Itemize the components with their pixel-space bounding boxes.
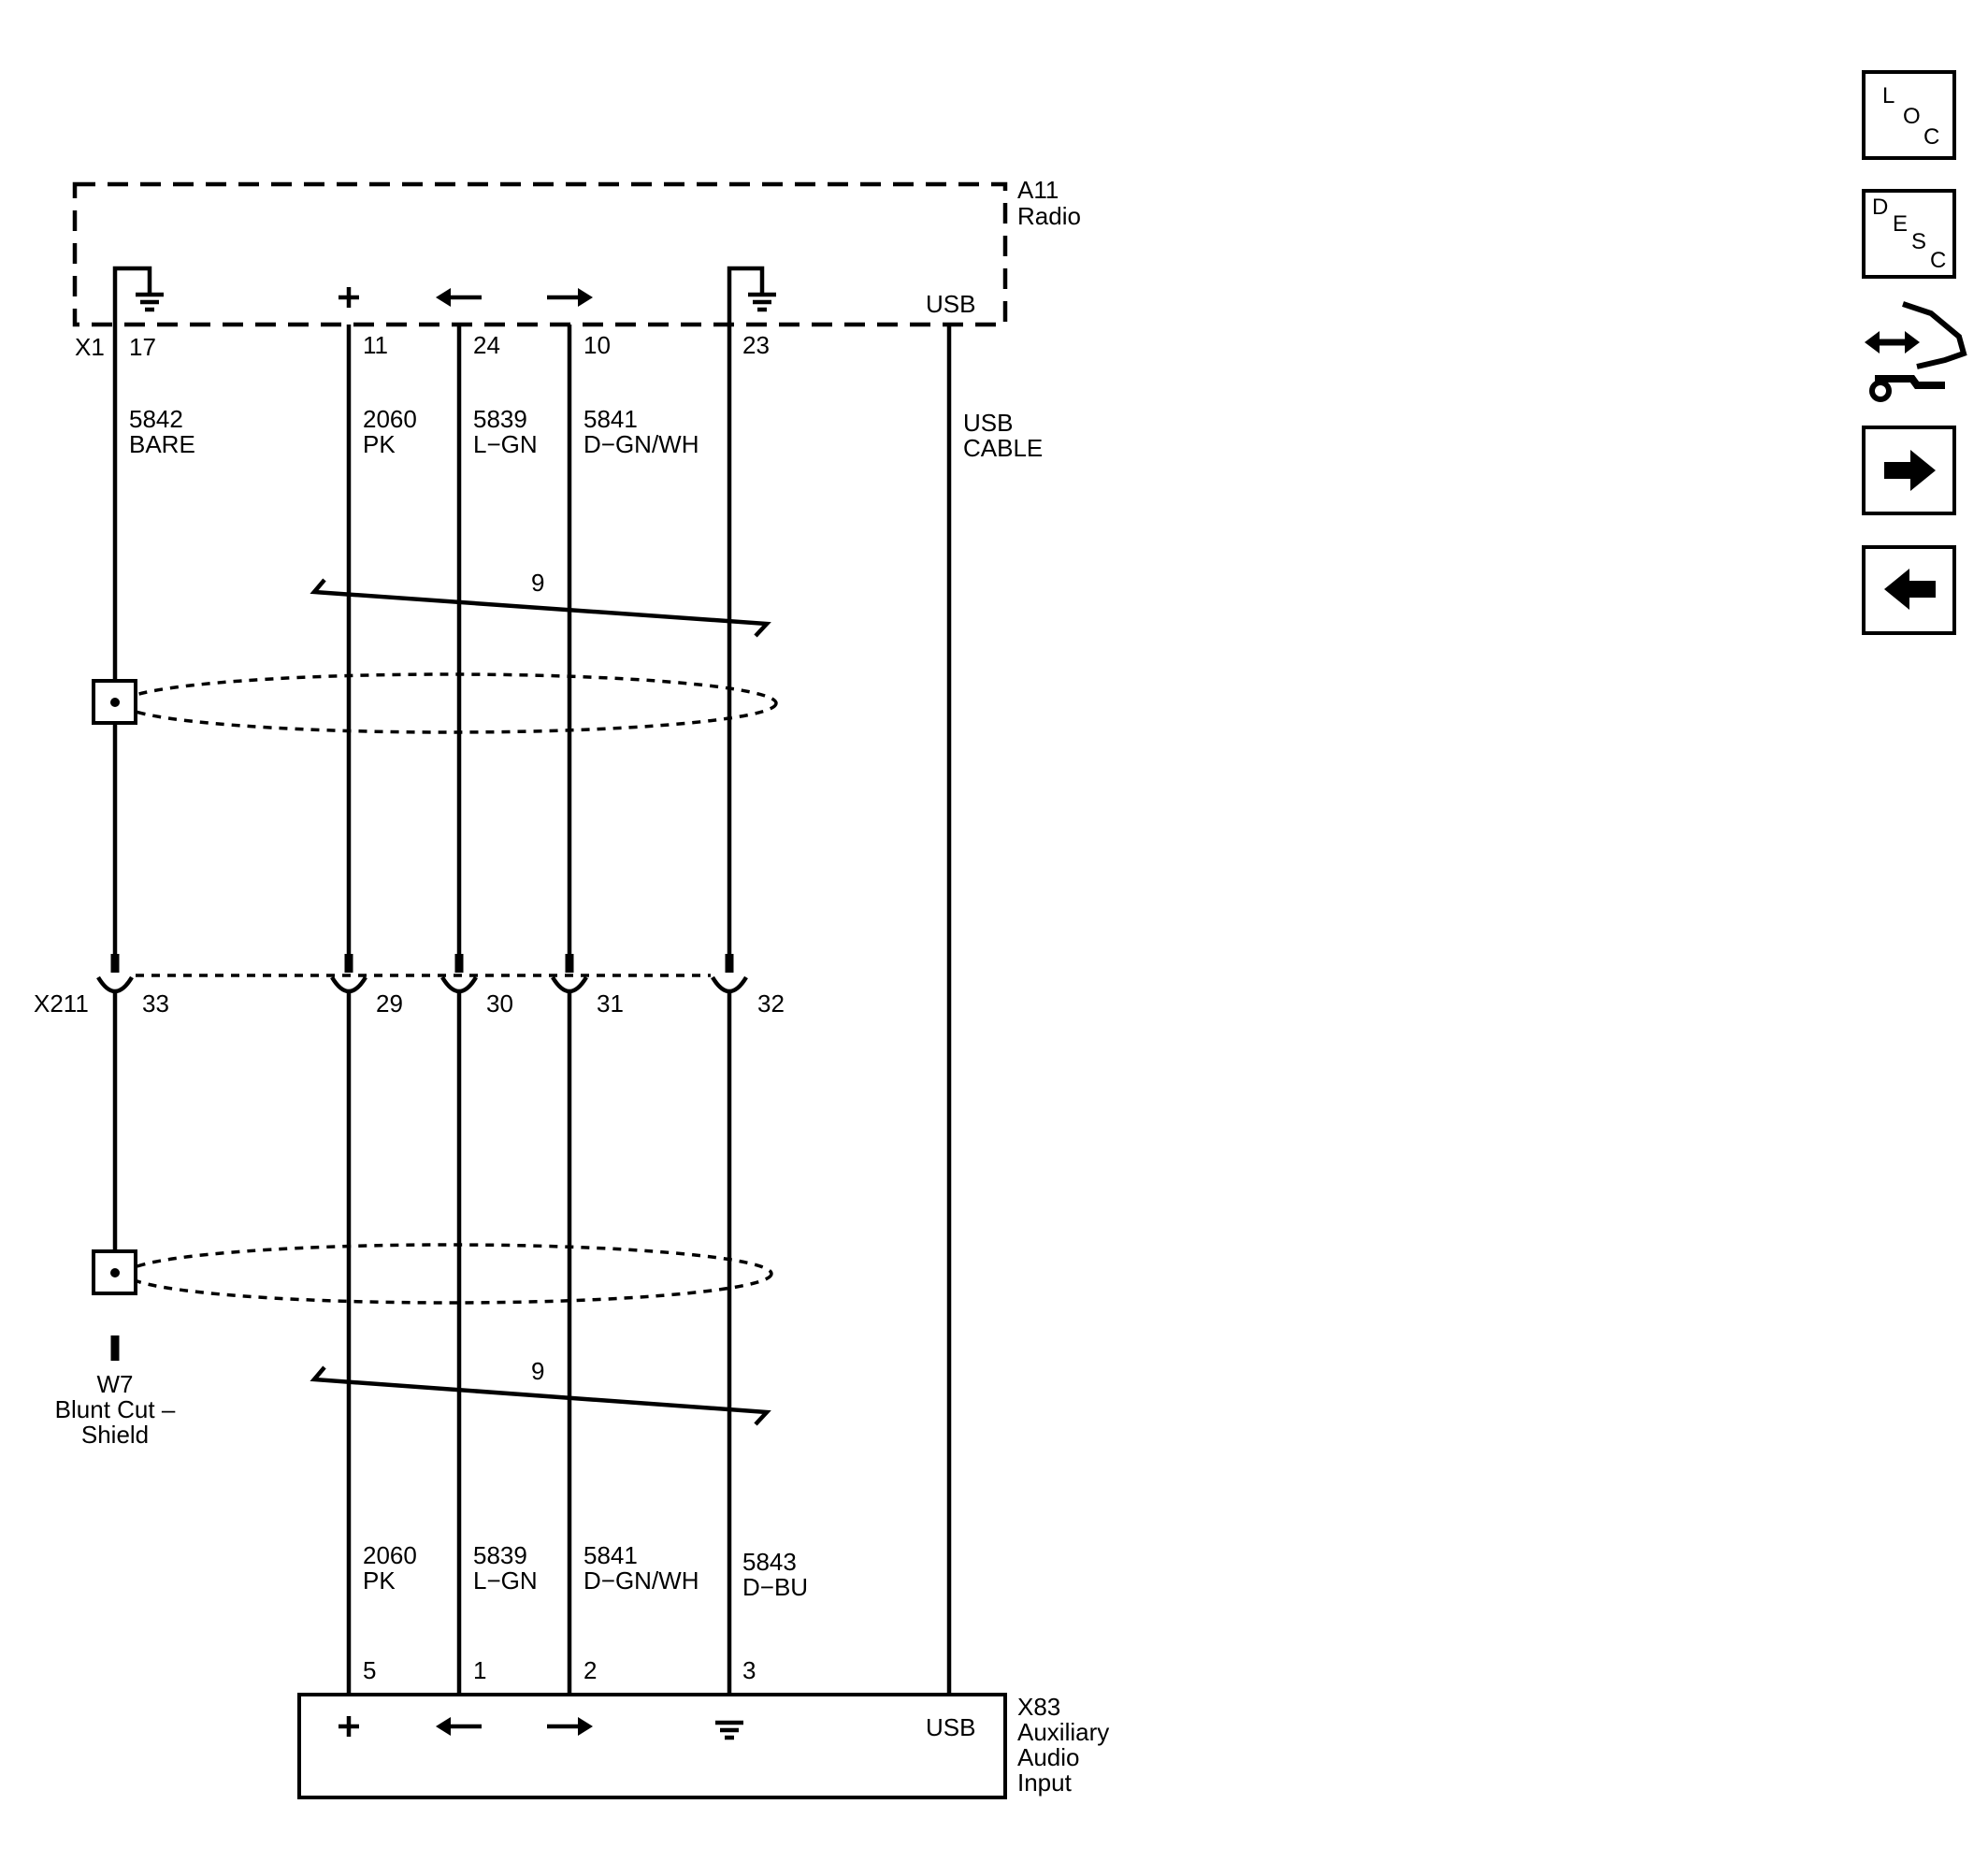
connector-end-view-button[interactable]: [1865, 301, 1967, 402]
circuit-number: 5839: [473, 405, 527, 433]
wire-color: BARE: [129, 430, 195, 458]
arrow-left-icon: [1884, 569, 1936, 610]
shield-upper: [92, 672, 778, 734]
twisted-pair-lower: 9: [310, 1357, 771, 1426]
arrow-left-icon: [436, 288, 482, 307]
ground-symbol-icon: [748, 292, 776, 312]
aux-usb-label: USB: [926, 1713, 975, 1741]
wire-color: D−GN/WH: [583, 1566, 699, 1595]
connector-x1-label: X1: [75, 333, 105, 361]
aux-module-name: Audio: [1017, 1743, 1080, 1771]
arrow-right-icon: [547, 288, 593, 307]
twist-label: 9: [531, 569, 544, 597]
radio-module: A11 Radio USB X1: [72, 176, 1081, 361]
circuit-number: 5841: [583, 405, 638, 433]
radio-module-id: A11: [1017, 176, 1059, 204]
description-button[interactable]: D E S C: [1862, 189, 1956, 279]
pin-5: 5: [363, 1656, 376, 1684]
wire-color: L−GN: [473, 430, 538, 458]
aux-module-id: X83: [1017, 1693, 1060, 1721]
wire-color: D−GN/WH: [583, 430, 699, 458]
loc-letter: O: [1903, 104, 1921, 129]
pin-31: 31: [597, 989, 624, 1018]
pin-11: 11: [363, 331, 388, 359]
circuit-number: 5839: [473, 1541, 527, 1569]
shield-desc: Shield: [81, 1421, 149, 1449]
pin-29: 29: [376, 989, 403, 1018]
inline-connector-x211: X211 33 29 30 31 32: [34, 954, 785, 1018]
wire-color: D−BU: [742, 1573, 808, 1601]
pin-32: 32: [757, 989, 785, 1018]
desc-letter: S: [1911, 229, 1926, 254]
pin-24: 24: [473, 331, 500, 359]
shield-id: W7: [97, 1370, 134, 1398]
aux-module-name: Auxiliary: [1017, 1718, 1109, 1746]
circuit-number: 5843: [742, 1548, 797, 1576]
arrow-right-icon: [1884, 450, 1936, 491]
pin-17: 17: [129, 333, 156, 361]
nav-panel: L O C D E S C: [1862, 70, 1967, 635]
plus-icon: [339, 1716, 359, 1737]
twist-label: 9: [531, 1357, 544, 1385]
radio-usb-label: USB: [926, 290, 975, 318]
connector-terminals: [96, 954, 748, 994]
bottom-pin-numbers: 5 1 2 3: [363, 1656, 756, 1684]
shield-w7-label: W7 Blunt Cut – Shield: [55, 1370, 176, 1449]
shield-desc: Blunt Cut –: [55, 1395, 176, 1423]
ground-symbol-icon: [715, 1720, 743, 1740]
top-pin-numbers: 17 11 24 10 23: [129, 331, 770, 361]
circuit-number: 2060: [363, 1541, 417, 1569]
loc-letter: C: [1923, 124, 1939, 150]
pin-33: 33: [142, 989, 169, 1018]
aux-audio-input-module: X83 Auxiliary Audio Input USB: [297, 1693, 1109, 1799]
pin-3: 3: [742, 1656, 756, 1684]
desc-letter: E: [1893, 211, 1908, 237]
arrow-left-icon: [436, 1717, 482, 1736]
pin-2: 2: [583, 1656, 597, 1684]
pin-23: 23: [742, 331, 770, 359]
pin-10: 10: [583, 331, 611, 359]
ground-symbol-icon: [136, 292, 164, 312]
location-button[interactable]: L O C: [1862, 70, 1956, 160]
bottom-circuit-labels: 2060 PK 5839 L−GN 5841 D−GN/WH 5843 D−BU: [363, 1541, 808, 1601]
circuit-number: 5841: [583, 1541, 638, 1569]
wires: [110, 325, 952, 1695]
wire-color: PK: [363, 430, 396, 458]
circuit-number: 2060: [363, 405, 417, 433]
aux-module-name: Input: [1017, 1768, 1073, 1797]
usb-cable-label: USB: [963, 409, 1013, 437]
plus-icon: [339, 287, 359, 308]
radio-module-name: Radio: [1017, 202, 1081, 230]
desc-letter: C: [1930, 248, 1946, 273]
connector-x211-label: X211: [34, 989, 89, 1018]
next-button[interactable]: [1862, 426, 1956, 515]
wire-color: L−GN: [473, 1566, 538, 1595]
twisted-pair-upper: 9: [310, 569, 771, 638]
top-circuit-labels: 5842 BARE 2060 PK 5839 L−GN 5841 D−GN/WH…: [129, 405, 1043, 462]
shield-lower: [92, 1243, 773, 1305]
connector-end-view-icon: [1865, 301, 1967, 402]
arrow-right-icon: [547, 1717, 593, 1736]
wire-color: PK: [363, 1566, 396, 1595]
usb-cable-label: CABLE: [963, 434, 1043, 462]
shield-ground-box: [92, 1249, 137, 1295]
loc-letter: L: [1882, 83, 1894, 108]
pin-1: 1: [473, 1656, 486, 1684]
pin-30: 30: [486, 989, 513, 1018]
circuit-number: 5842: [129, 405, 183, 433]
desc-letter: D: [1872, 195, 1888, 220]
previous-button[interactable]: [1862, 545, 1956, 635]
radio-internal-symbols: [112, 266, 776, 325]
